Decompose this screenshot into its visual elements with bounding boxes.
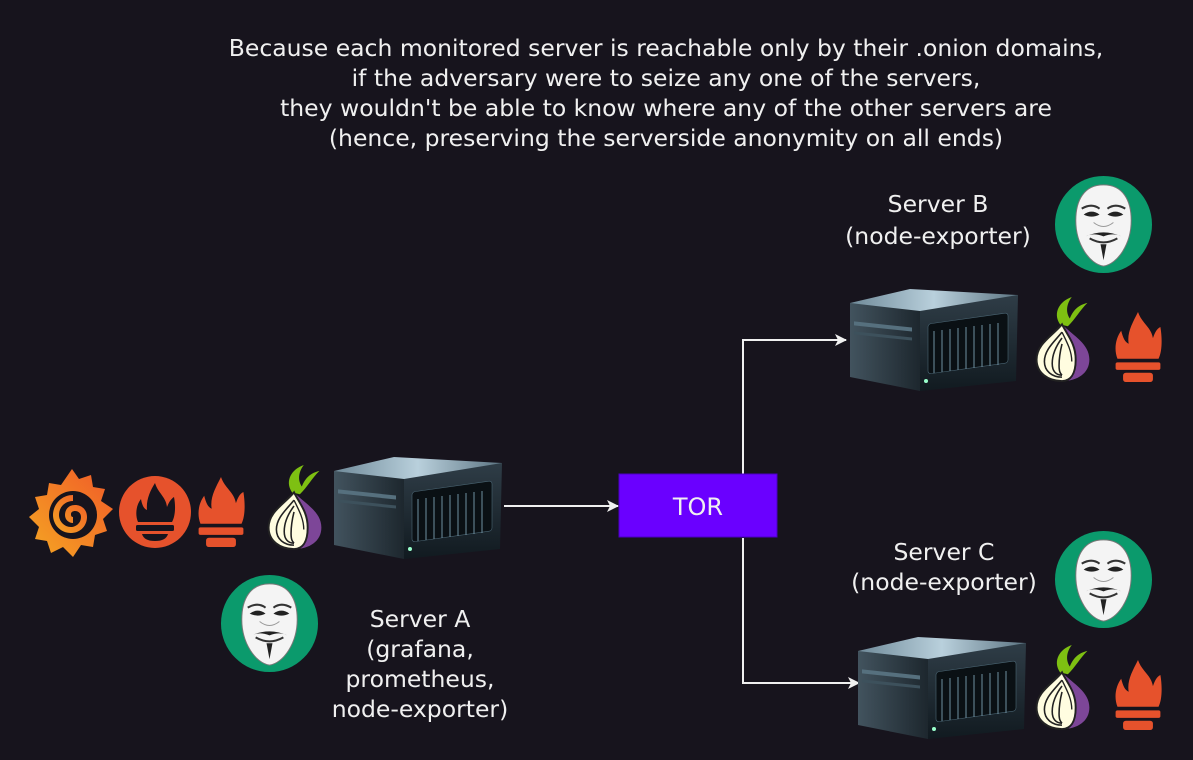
tor-hub-label: TOR xyxy=(672,493,723,521)
tor-hub-box xyxy=(618,473,778,538)
anonymous-mask-icon xyxy=(1054,175,1153,274)
server-c-label: Server C (node-exporter) xyxy=(834,537,1054,597)
headline-line: Because each monitored server is reachab… xyxy=(228,34,1104,62)
server-c-label-line: Server C xyxy=(893,538,995,566)
server-rack-icon xyxy=(858,636,1027,740)
server-b-label-line: (node-exporter) xyxy=(845,222,1031,250)
tor-onion-icon xyxy=(1035,295,1091,383)
server-a-label-line: (grafana, xyxy=(366,635,474,663)
server-rack-icon xyxy=(334,456,503,560)
headline-line: if the adversary were to seize any one o… xyxy=(351,64,981,92)
server-a-label: Server A (grafana, prometheus, node-expo… xyxy=(300,604,540,724)
grafana-icon xyxy=(29,469,113,557)
tor-hub: TOR xyxy=(618,473,778,538)
headline-caption: Because each monitored server is reachab… xyxy=(130,33,1193,153)
server-b-label: Server B (node-exporter) xyxy=(828,188,1048,252)
server-c-label-line: (node-exporter) xyxy=(851,568,1037,596)
server-rack-icon xyxy=(850,288,1019,392)
anonymous-mask-icon xyxy=(1054,530,1153,629)
server-b-label-line: Server B xyxy=(887,190,989,218)
node-exporter-flame-icon xyxy=(198,477,245,548)
tor-onion-icon xyxy=(1035,643,1091,731)
arrow-tor-to-b xyxy=(742,334,847,474)
server-a-label-line: node-exporter) xyxy=(331,695,509,723)
server-a-label-line: Server A xyxy=(369,605,471,633)
arrow-tor-to-c xyxy=(742,538,860,689)
node-exporter-flame-icon xyxy=(1115,660,1162,731)
headline-line: they wouldn't be able to know where any … xyxy=(280,94,1052,122)
prometheus-icon xyxy=(119,476,191,548)
node-exporter-flame-icon xyxy=(1115,312,1162,383)
headline-line: (hence, preserving the serverside anonym… xyxy=(328,124,1004,152)
server-a-label-line: prometheus, xyxy=(345,665,495,693)
tor-onion-icon xyxy=(267,463,323,551)
